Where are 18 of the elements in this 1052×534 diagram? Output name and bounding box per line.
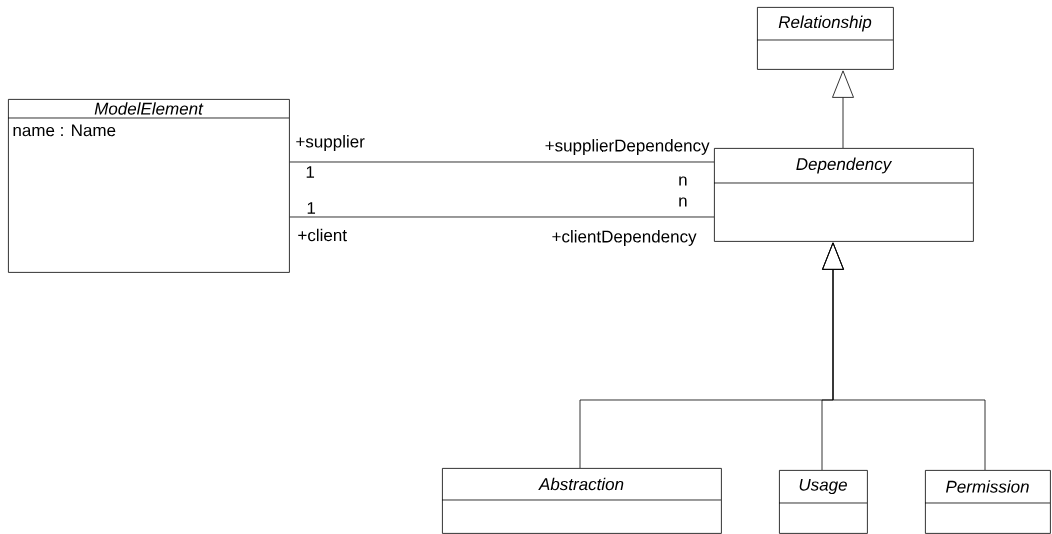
role-label: +supplierDependency: [545, 139, 710, 155]
multiplicity-label: 1: [306, 166, 315, 178]
multiplicity-label: n: [679, 176, 687, 186]
role-label: +client: [298, 228, 347, 242]
association-line: [289, 216, 715, 218]
role-label: +clientDependency: [552, 230, 697, 246]
multiplicity-label: 1: [307, 202, 316, 214]
class-box: Usage: [778, 470, 868, 534]
multiplicity-label: n: [679, 197, 687, 207]
generalization-arrow: [832, 70, 854, 149]
role-label: +supplier: [296, 135, 365, 151]
class-box: ModelElement name : Name: [7, 99, 290, 273]
class-box: Permission: [924, 470, 1051, 534]
association-line: [289, 161, 715, 163]
class-box: Relationship: [756, 7, 894, 70]
class-box: Dependency: [713, 148, 974, 242]
generalization-arrow: [822, 242, 986, 471]
class-box: Abstraction: [441, 468, 722, 534]
